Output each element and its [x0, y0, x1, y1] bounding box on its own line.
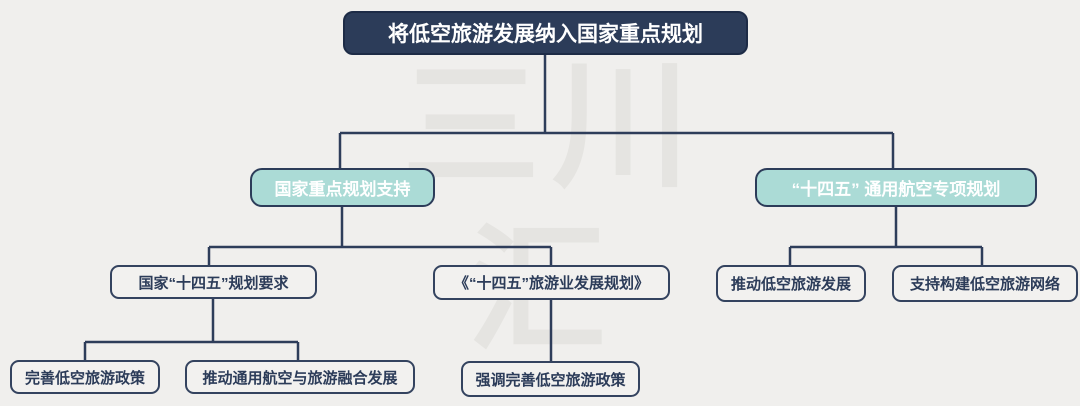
node-improve-tourism-policy: 完善低空旅游政策 [10, 360, 160, 394]
node-build-tourism-network: 支持构建低空旅游网络 [892, 265, 1078, 302]
node-stress-improve-policy: 强调完善低空旅游政策 [461, 361, 640, 397]
node-tourism-development-plan: 《“十四五”旅游业发展规划》 [433, 265, 670, 300]
node-national-plan-requirements: 国家“十四五”规划要求 [110, 265, 317, 299]
node-aviation-tourism-integration: 推动通用航空与旅游融合发展 [185, 360, 415, 394]
node-promote-low-altitude-tourism: 推动低空旅游发展 [716, 265, 866, 302]
node-14th-5yr-general-aviation-plan: “十四五” 通用航空专项规划 [755, 168, 1037, 207]
node-root-title: 将低空旅游发展纳入国家重点规划 [343, 11, 748, 55]
node-national-key-plan-support: 国家重点规划支持 [250, 168, 435, 207]
